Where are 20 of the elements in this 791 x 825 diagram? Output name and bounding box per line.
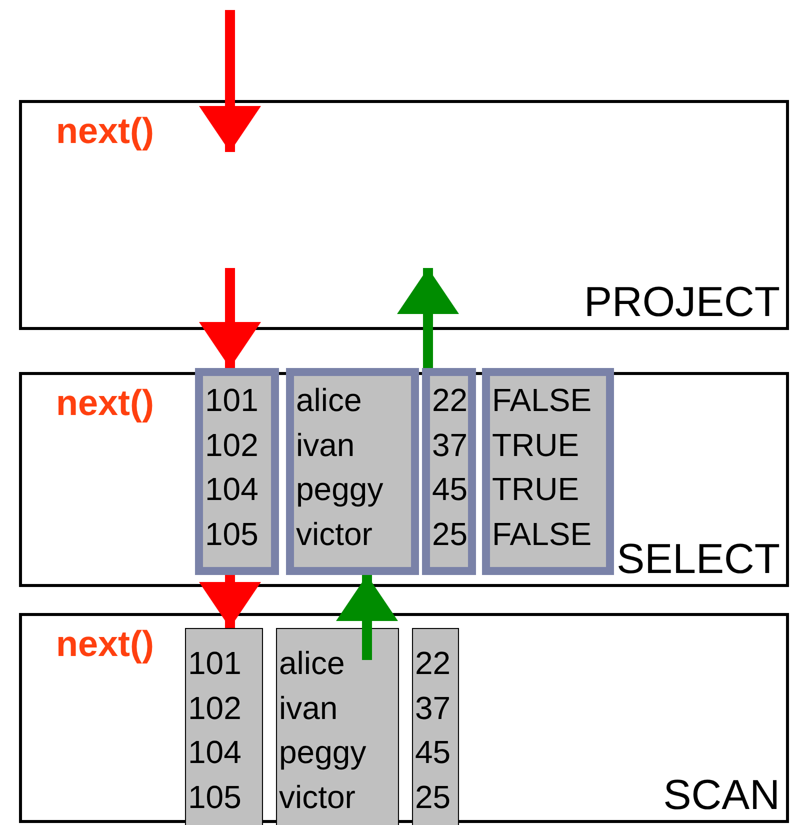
data-column: FALSE TRUE TRUE FALSE <box>482 368 614 575</box>
operator-name: SCAN <box>663 772 780 818</box>
arrow <box>199 268 261 368</box>
operator-box <box>19 613 789 823</box>
operator-name: SELECT <box>616 536 780 582</box>
data-column: alice ivan peggy victor <box>286 368 419 575</box>
data-column: alice ivan peggy victor <box>276 628 399 825</box>
data-column: 22 37 45 25 <box>412 628 459 825</box>
arrow <box>336 575 398 660</box>
method-call-label: next() <box>56 383 154 423</box>
arrow <box>397 268 459 368</box>
operator-name: PROJECT <box>584 279 780 325</box>
data-column: 101 102 104 105 <box>195 368 279 575</box>
method-call-label: next() <box>56 111 154 151</box>
arrow <box>199 575 261 628</box>
method-call-label: next() <box>56 624 154 664</box>
operator-box <box>19 100 789 330</box>
arrow <box>199 10 261 152</box>
data-column: 101 102 104 105 <box>185 628 263 825</box>
data-column: 22 37 45 25 <box>422 368 476 575</box>
